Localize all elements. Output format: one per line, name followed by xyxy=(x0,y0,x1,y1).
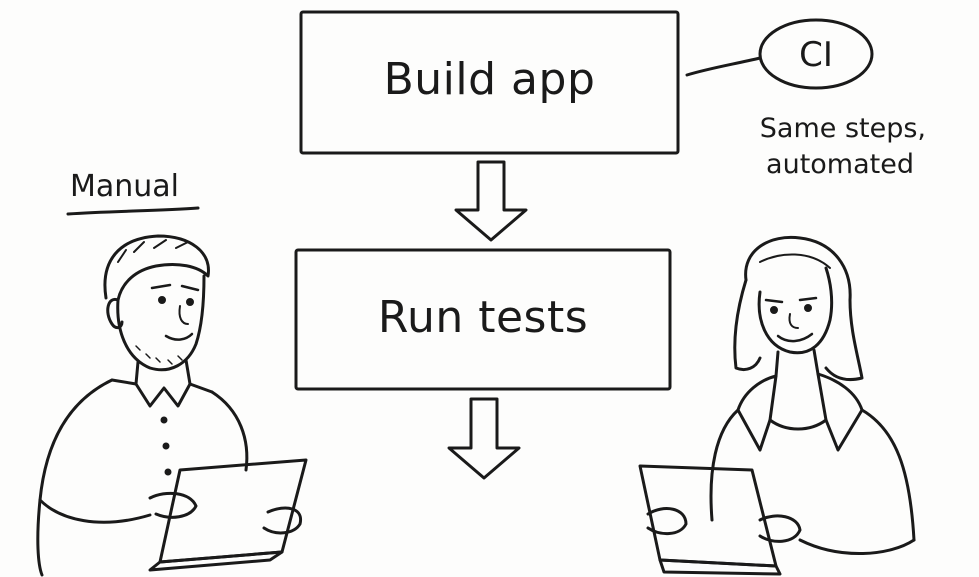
manual-label: Manual xyxy=(70,169,180,204)
down-arrow-icon xyxy=(454,160,528,242)
ci-note-line1: Same steps, xyxy=(759,113,926,144)
build-app-label: Build app xyxy=(383,54,596,105)
run-tests-label: Run tests xyxy=(377,292,589,343)
woman-figure-icon xyxy=(638,235,916,576)
ci-bubble xyxy=(758,18,874,90)
ci-connector-line xyxy=(685,56,762,77)
man-figure-icon xyxy=(36,234,308,577)
manual-underline xyxy=(66,206,200,216)
build-app-box xyxy=(299,10,680,155)
ci-note-line2: automated xyxy=(766,149,914,180)
down-arrow-icon xyxy=(447,397,521,480)
ci-label: CI xyxy=(799,35,833,75)
run-tests-box xyxy=(294,248,672,391)
